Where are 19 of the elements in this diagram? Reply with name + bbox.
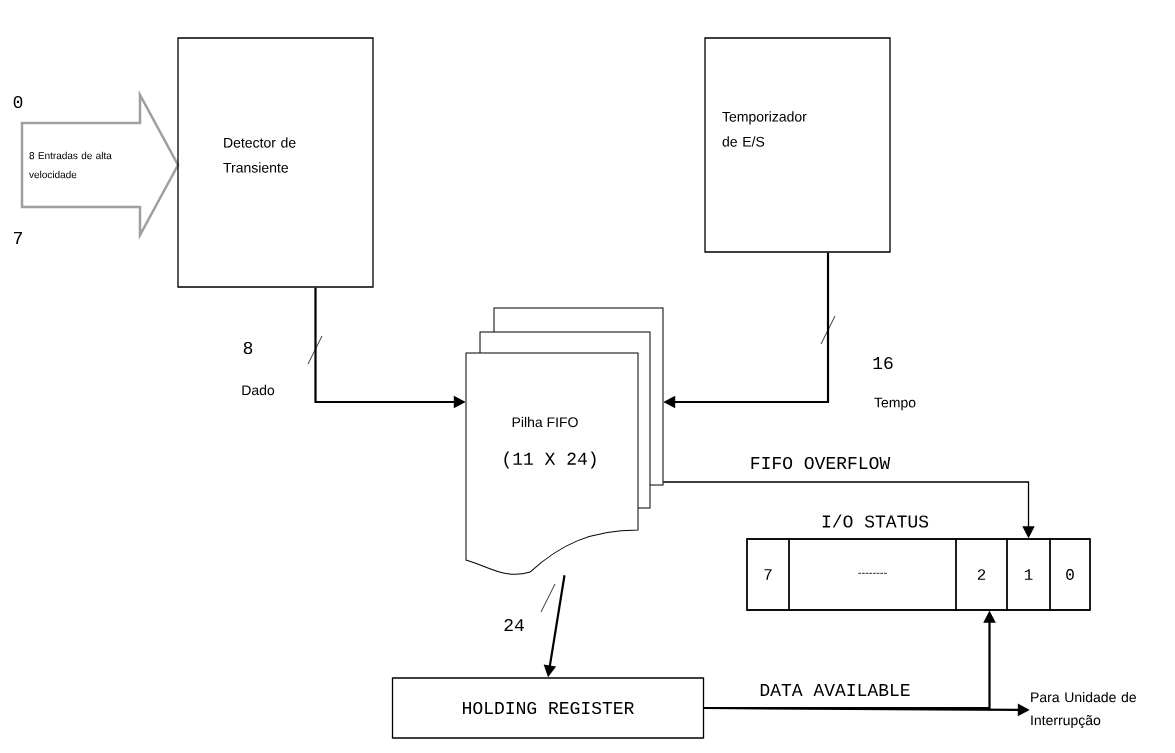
register-cell: 7 — [746, 538, 790, 611]
register-cell: 1 — [1006, 538, 1051, 611]
destination-text: Para Unidade de Interrupção — [1031, 691, 1136, 729]
label: Dado — [242, 384, 275, 396]
edge-label: DATA AVAILABLE — [758, 683, 912, 697]
register-cell: -------- — [788, 538, 957, 611]
register-cell: 0 — [1049, 538, 1091, 611]
register-cell: 2 — [955, 538, 1008, 611]
label: 7 — [14, 232, 22, 244]
register-box: HOLDING REGISTER — [391, 677, 705, 739]
label: 8 — [243, 341, 253, 355]
register-title: I/O STATUS — [822, 514, 929, 528]
block-box: Detector de Transiente — [177, 37, 374, 288]
label: 16 — [873, 356, 893, 370]
label: 24 — [504, 619, 524, 632]
edge-label: FIFO OVERFLOW — [748, 455, 892, 471]
label: Tempo — [874, 397, 916, 411]
block-box: Temporizador de E/S — [704, 37, 891, 253]
label: 0 — [13, 95, 23, 109]
